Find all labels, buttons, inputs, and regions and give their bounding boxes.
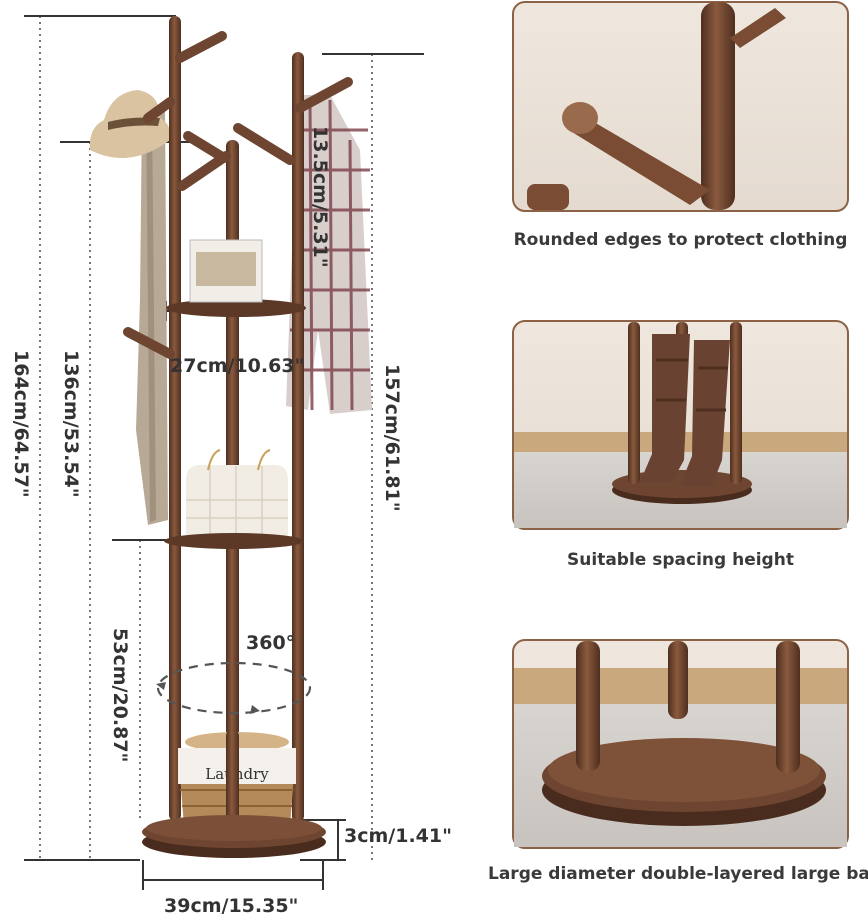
label-shelf-width: 27cm/10.63" bbox=[170, 355, 304, 377]
label-lower-height: 53cm/20.87" bbox=[109, 628, 131, 762]
coat-rack: Laundry bbox=[89, 16, 372, 858]
caption-spacing-height: Suitable spacing height bbox=[567, 550, 794, 570]
label-pole-height: 136cm/53.54" bbox=[60, 350, 82, 498]
feature-panel-boots bbox=[512, 320, 849, 530]
feature-panel-rounded-edges bbox=[512, 1, 849, 212]
label-base-thickness: 3cm/1.41" bbox=[344, 825, 452, 847]
feature-panel-base bbox=[512, 639, 849, 849]
label-base-diameter: 39cm/15.35" bbox=[164, 895, 298, 917]
label-side-height: 157cm/61.81" bbox=[381, 364, 403, 512]
rotation-indicator bbox=[156, 661, 312, 715]
dimension-lines bbox=[39, 16, 373, 860]
caption-rounded-edges: Rounded edges to protect clothing bbox=[513, 230, 848, 250]
label-total-height: 164cm/64.57" bbox=[10, 350, 32, 498]
label-rotation: 360° bbox=[246, 632, 295, 654]
label-hook-length: 13.5cm/5.31" bbox=[309, 126, 331, 268]
caption-large-base: Large diameter double-layered large base bbox=[488, 864, 868, 884]
